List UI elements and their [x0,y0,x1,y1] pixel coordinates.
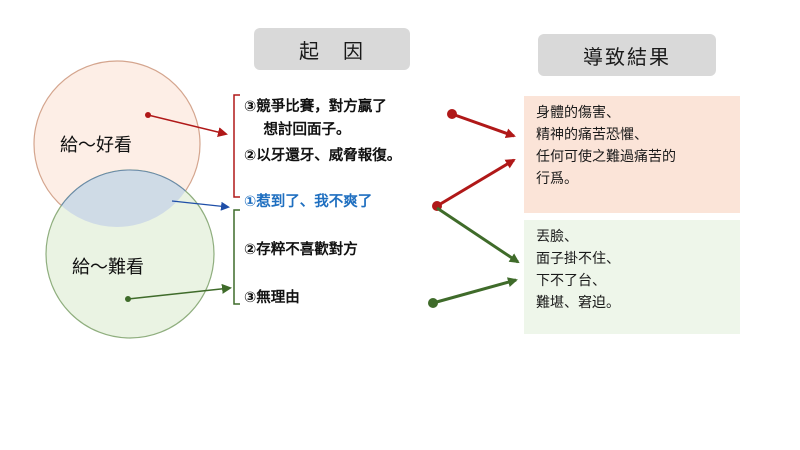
result-top-line-3: 任何可使之難過痛苦的 [536,149,676,165]
red-bracket [233,94,240,198]
top-circle-arrow [147,114,228,137]
bottom-circle-arrow [127,283,232,300]
overlap-arrow [171,200,230,211]
cause-header: 起 因 [254,28,410,70]
result-bottom-line-3: 下不了台、 [536,273,606,289]
cause-header-text: 起 因 [299,38,365,63]
cause-b-line-1: ②存粹不喜歡對方 [244,242,358,258]
result-bottom-line-2: 面子掛不住、 [536,251,620,267]
result-bottom-line-4: 難堪、窘迫。 [536,295,620,311]
result-header-text: 導致結果 [583,44,671,69]
result-bottom-line-1: 丟臉、 [536,229,578,245]
top-circle-label: 給～好看 [60,135,132,156]
cause-a-line-3: ②以牙還牙、威脅報復。 [244,148,402,164]
result-top-box: 身體的傷害、 精神的痛苦恐懼、 任何可使之難過痛苦的 行爲。 [524,96,740,213]
pivot-cause: ①惹到了、我不爽了 [244,194,373,210]
cause-a-arrow [451,112,516,139]
cause-a-line-1: ③競爭比賽，對方贏了 [244,99,387,115]
result-top-line-1: 身體的傷害、 [536,105,620,121]
pivot-red-arrow [436,158,516,208]
pivot-green-arrow [436,206,520,264]
result-header: 導致結果 [538,34,716,76]
green-bracket [233,209,240,305]
bottom-circle-label: 給～難看 [72,257,144,278]
cause-b-arrow [432,277,518,305]
cause-a-line-2: 想討回面子。 [244,122,351,138]
result-top-line-2: 精神的痛苦恐懼、 [536,127,648,143]
result-bottom-box: 丟臉、 面子掛不住、 下不了台、 難堪、窘迫。 [524,220,740,334]
result-top-line-4: 行爲。 [536,171,578,187]
cause-b-line-2: ③無理由 [244,290,300,306]
